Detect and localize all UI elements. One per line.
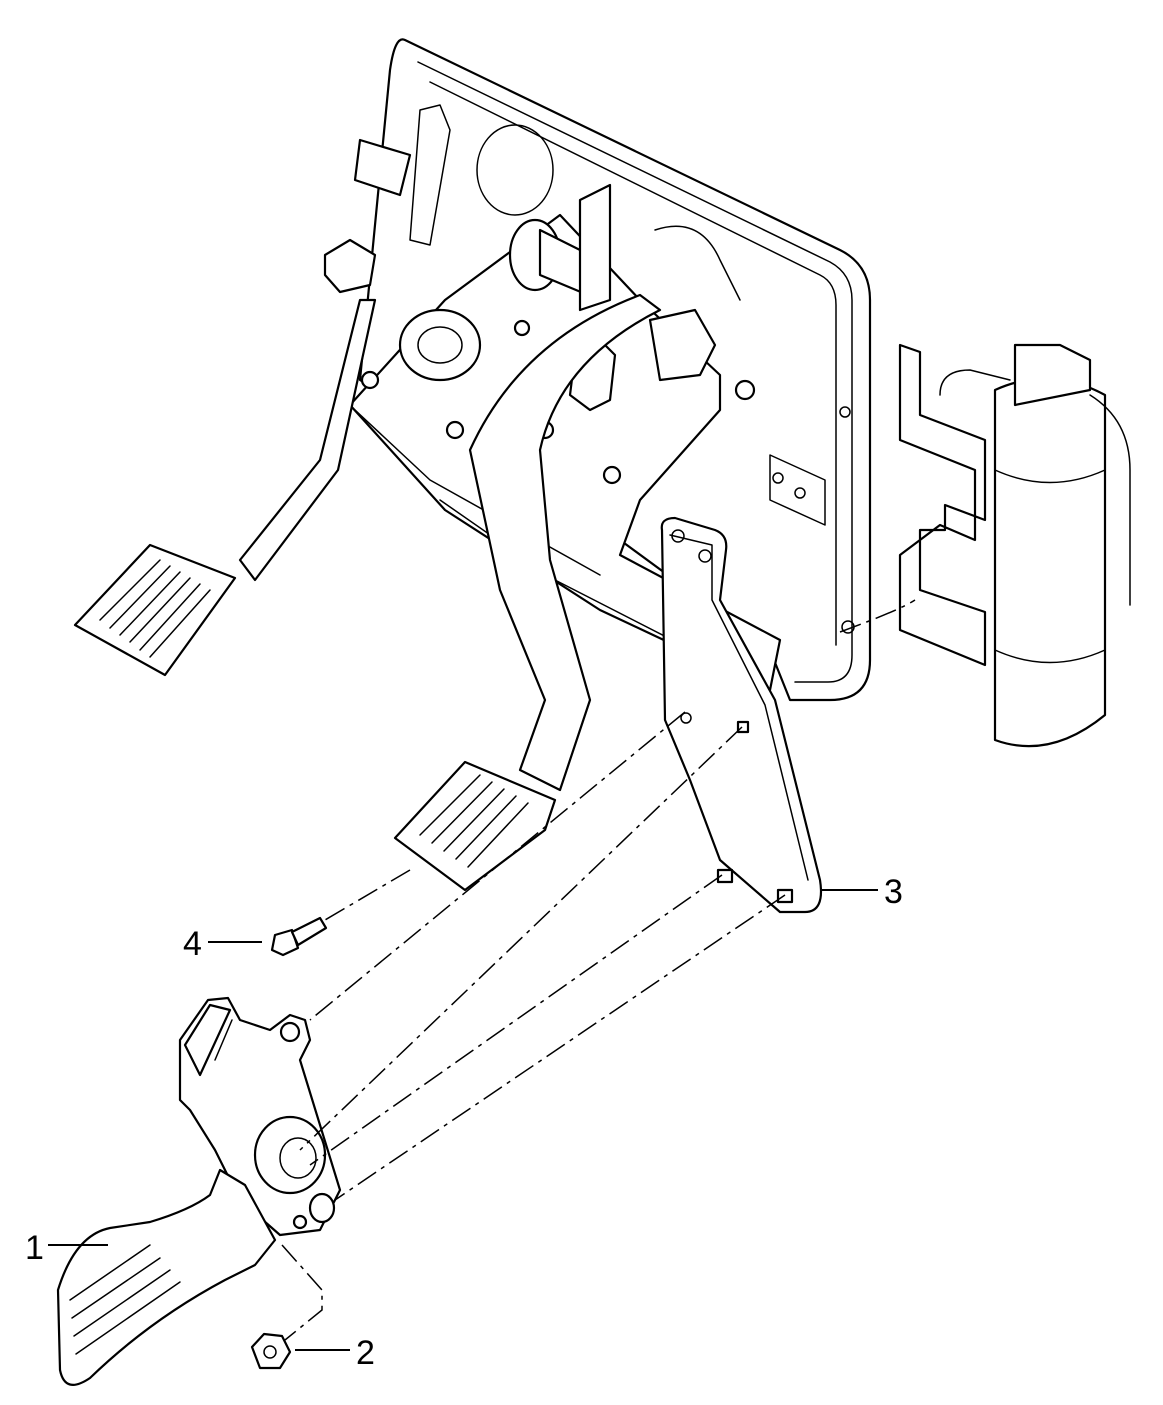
nut [250, 1332, 292, 1370]
accelerator-pedal [56, 996, 342, 1386]
pedal-box-housing [323, 104, 782, 692]
callout-3: 3 [884, 873, 903, 911]
callout-4: 4 [183, 925, 202, 963]
callout-2: 2 [356, 1334, 375, 1372]
clutch-pedal [73, 298, 377, 677]
mounting-plate [660, 516, 823, 914]
assembly-lines [281, 599, 916, 1341]
callout-1: 1 [25, 1229, 44, 1267]
brake-pedal [393, 293, 662, 892]
bolt [270, 916, 328, 957]
fluid-canister [898, 343, 1131, 748]
